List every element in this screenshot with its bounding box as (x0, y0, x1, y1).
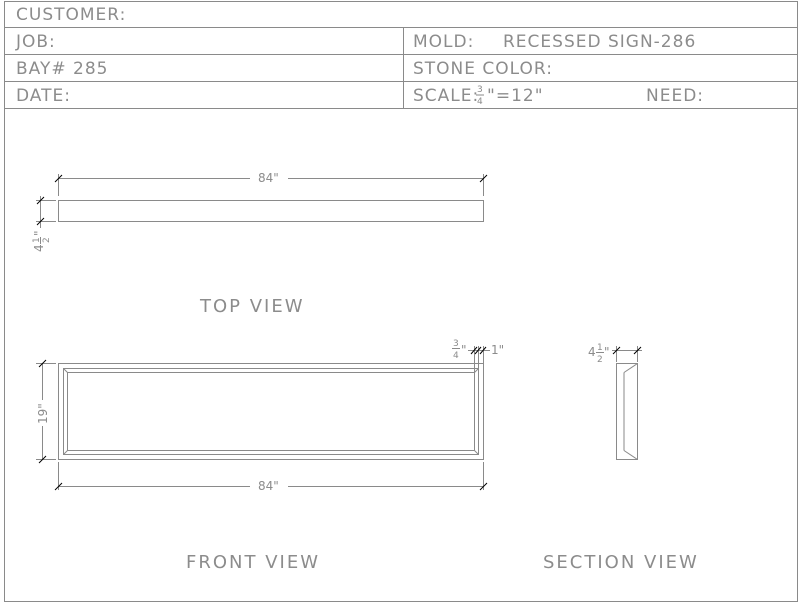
top-depth-den: 2 (42, 237, 52, 243)
top-depth-inch: " (32, 230, 46, 236)
stone-color-label: STONE COLOR: (413, 59, 553, 79)
top-view: 84" 4 1 2 " TOP VIEW (32, 171, 488, 317)
front-view-label: FRONT VIEW (186, 552, 320, 573)
top-length-dim: 84" (258, 171, 279, 185)
front-small-inch: " (461, 343, 467, 357)
section-depth-whole: 4 (588, 345, 596, 359)
front-border-dim: 1" (491, 343, 504, 357)
section-depth-inch: " (604, 345, 610, 359)
front-height-dim: 19" (36, 403, 50, 424)
scale-rest: "=12" (487, 86, 544, 106)
title-block: CUSTOMER: JOB: BAY# 285 DATE: MOLD: RECE… (4, 1, 798, 602)
date-label: DATE: (16, 86, 71, 106)
need-label: NEED: (646, 86, 704, 106)
job-label: JOB: (15, 32, 56, 52)
front-view: 84" 19" 3 4 " 1" FRONT VIEW (36, 339, 504, 573)
front-small-num: 3 (453, 339, 459, 349)
customer-label: CUSTOMER: (16, 5, 126, 25)
scale-fraction-num: 3 (477, 85, 483, 95)
section-depth-num: 1 (597, 343, 603, 353)
section-view-label: SECTION VIEW (543, 552, 699, 573)
top-view-label: TOP VIEW (199, 296, 305, 317)
front-small-den: 4 (453, 351, 459, 361)
top-depth-whole: 4 (32, 244, 46, 252)
top-depth-num: 1 (32, 237, 42, 243)
bay-label: BAY# 285 (16, 59, 108, 79)
front-length-dim: 84" (258, 479, 279, 493)
mold-label: MOLD: (413, 32, 474, 52)
section-depth-den: 2 (597, 355, 603, 365)
section-view: 4 1 2 " SECTION VIEW (543, 343, 699, 573)
mold-value: RECESSED SIGN-286 (503, 32, 696, 52)
scale-fraction-den: 4 (477, 97, 483, 107)
scale-label: SCALE: (413, 86, 479, 106)
